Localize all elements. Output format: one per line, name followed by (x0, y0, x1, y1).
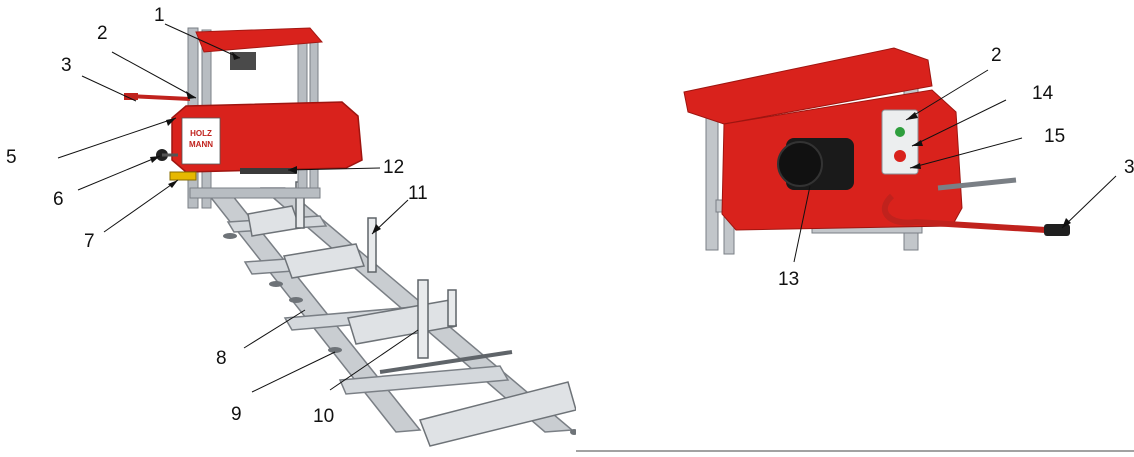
motor-detail-figure (576, 47, 1134, 452)
brand-plate: HOLZ MANN (181, 117, 221, 165)
stop-button (894, 150, 906, 162)
callout-2: 2 (97, 23, 108, 44)
svg-text:HOLZ: HOLZ (190, 129, 212, 138)
drive-motor-endcap (777, 141, 823, 187)
start-button (895, 127, 905, 137)
control-box (881, 109, 919, 175)
log-clamps (295, 181, 457, 359)
callout-detail-3: 3 (1124, 157, 1134, 178)
blade-guide (169, 171, 197, 181)
callout-detail-13: 13 (778, 269, 800, 290)
height-handle (127, 94, 191, 101)
sawmill-overview-figure: HOLZ MANN (57, 23, 576, 447)
blade-guide-arm (240, 168, 296, 174)
callout-5: 5 (6, 147, 17, 168)
callout-12: 12 (383, 157, 405, 178)
callout-3: 3 (61, 55, 72, 76)
svg-text:MANN: MANN (189, 140, 213, 149)
detail-leader-arrows (906, 112, 1071, 228)
clamp-crank-bar (379, 350, 513, 374)
log-bunks (247, 205, 576, 447)
detail-spindle (937, 177, 1017, 191)
callout-6: 6 (53, 189, 64, 210)
top-cover (195, 27, 324, 53)
height-handle-grip (124, 93, 138, 100)
callout-8: 8 (216, 348, 227, 369)
leader-arrows (150, 52, 381, 234)
callout-7: 7 (84, 231, 95, 252)
detail-top-cover (683, 47, 933, 125)
callout-detail-14: 14 (1032, 83, 1054, 104)
crank-grip (1044, 224, 1070, 236)
callout-9: 9 (231, 404, 242, 425)
callout-10: 10 (313, 406, 335, 427)
detail-leader-lines (793, 69, 1117, 263)
callout-detail-2: 2 (991, 45, 1002, 66)
callout-1: 1 (154, 5, 165, 26)
callout-detail-15: 15 (1044, 126, 1066, 147)
leader-lines (57, 23, 419, 393)
height-crank-handle (881, 193, 1047, 233)
callout-11: 11 (408, 183, 428, 204)
